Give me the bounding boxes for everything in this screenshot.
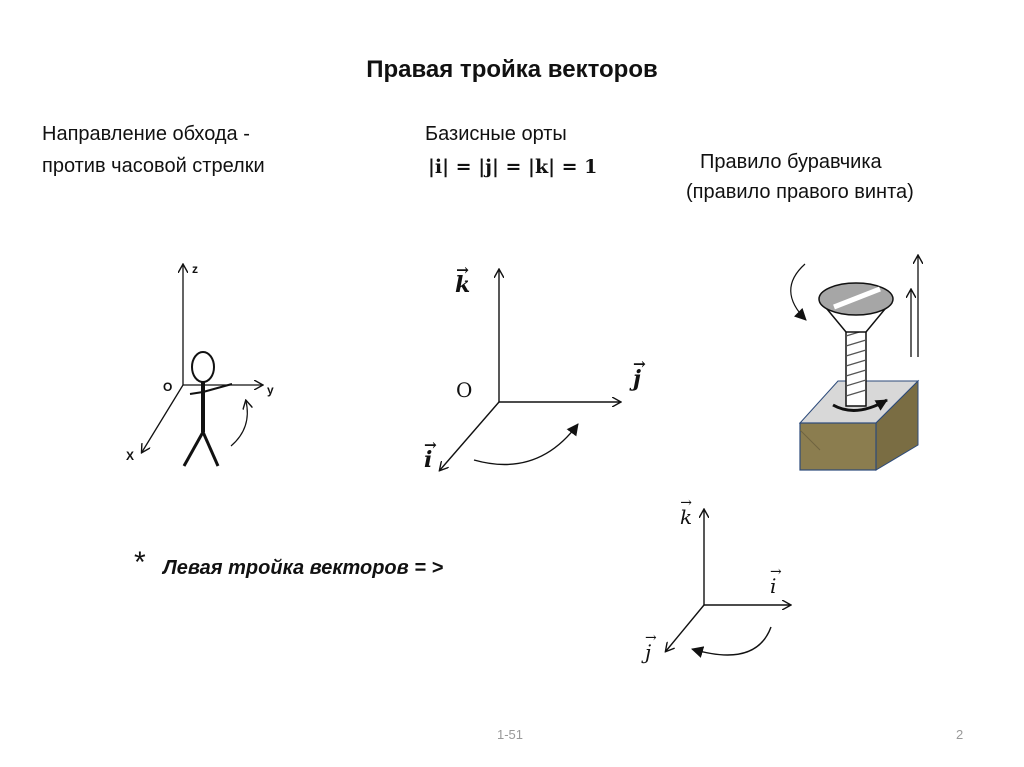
figure1-rotation-arrow: [230, 401, 247, 447]
screw-rotation-top: [790, 263, 807, 321]
figure4-i-label: i: [770, 564, 777, 598]
direction-text-line2: против часовой стрелки: [42, 155, 265, 177]
figure2-origin-label: O: [456, 378, 473, 402]
figure2-i-axis: [440, 401, 500, 470]
screw-shank: [845, 327, 867, 407]
stick-figure-leg-left: [182, 431, 205, 467]
figure1-x-label: X: [126, 449, 135, 463]
figure4-k-label: k: [680, 495, 692, 529]
figure1-y-label: y: [267, 383, 274, 397]
figure2-j-label: j: [633, 355, 641, 392]
screw-illustration: [790, 256, 918, 471]
stick-figure-arm-right: [202, 383, 233, 393]
page-title: Правая тройка векторов: [366, 56, 658, 83]
figure4-axes: [666, 510, 790, 651]
figure2-k-label: k: [455, 261, 471, 298]
stick-figure-arm-left: [189, 391, 204, 395]
gimlet-rule-line1: Правило буравчика: [700, 151, 882, 173]
figure2-axes: [440, 270, 620, 470]
footer-slide-range: 1-51: [497, 727, 524, 742]
block-front: [799, 422, 877, 471]
stick-figure: [182, 351, 233, 467]
figure1-axes: [142, 265, 262, 452]
screw-slot: [833, 286, 881, 310]
direction-text-line1: Направление обхода -: [42, 123, 250, 145]
figure4-j-axis: [666, 604, 705, 651]
figure1-x-axis: [142, 384, 184, 452]
figure2-i-label: i: [424, 436, 433, 473]
figure1-origin-label: O: [163, 380, 173, 394]
figure2-rotation-arrow: [473, 423, 579, 466]
screw-rotation-bottom: [832, 398, 888, 412]
gimlet-rule-line2: (правило правого винта): [686, 181, 914, 203]
figure1-z-label: z: [192, 262, 198, 276]
basis-heading: Базисные орты: [425, 123, 567, 145]
figure4-rotation-arrow: [691, 626, 772, 658]
page-number: 2: [956, 727, 964, 742]
asterisk: *: [134, 546, 146, 579]
stick-figure-head: [191, 351, 215, 383]
basis-formula: |i| = |j| = |k| = 1: [428, 156, 598, 178]
left-triple-text: Левая тройка векторов = >: [163, 557, 444, 579]
stick-figure-leg-right: [201, 431, 220, 467]
figure4-j-label: j: [645, 630, 651, 664]
